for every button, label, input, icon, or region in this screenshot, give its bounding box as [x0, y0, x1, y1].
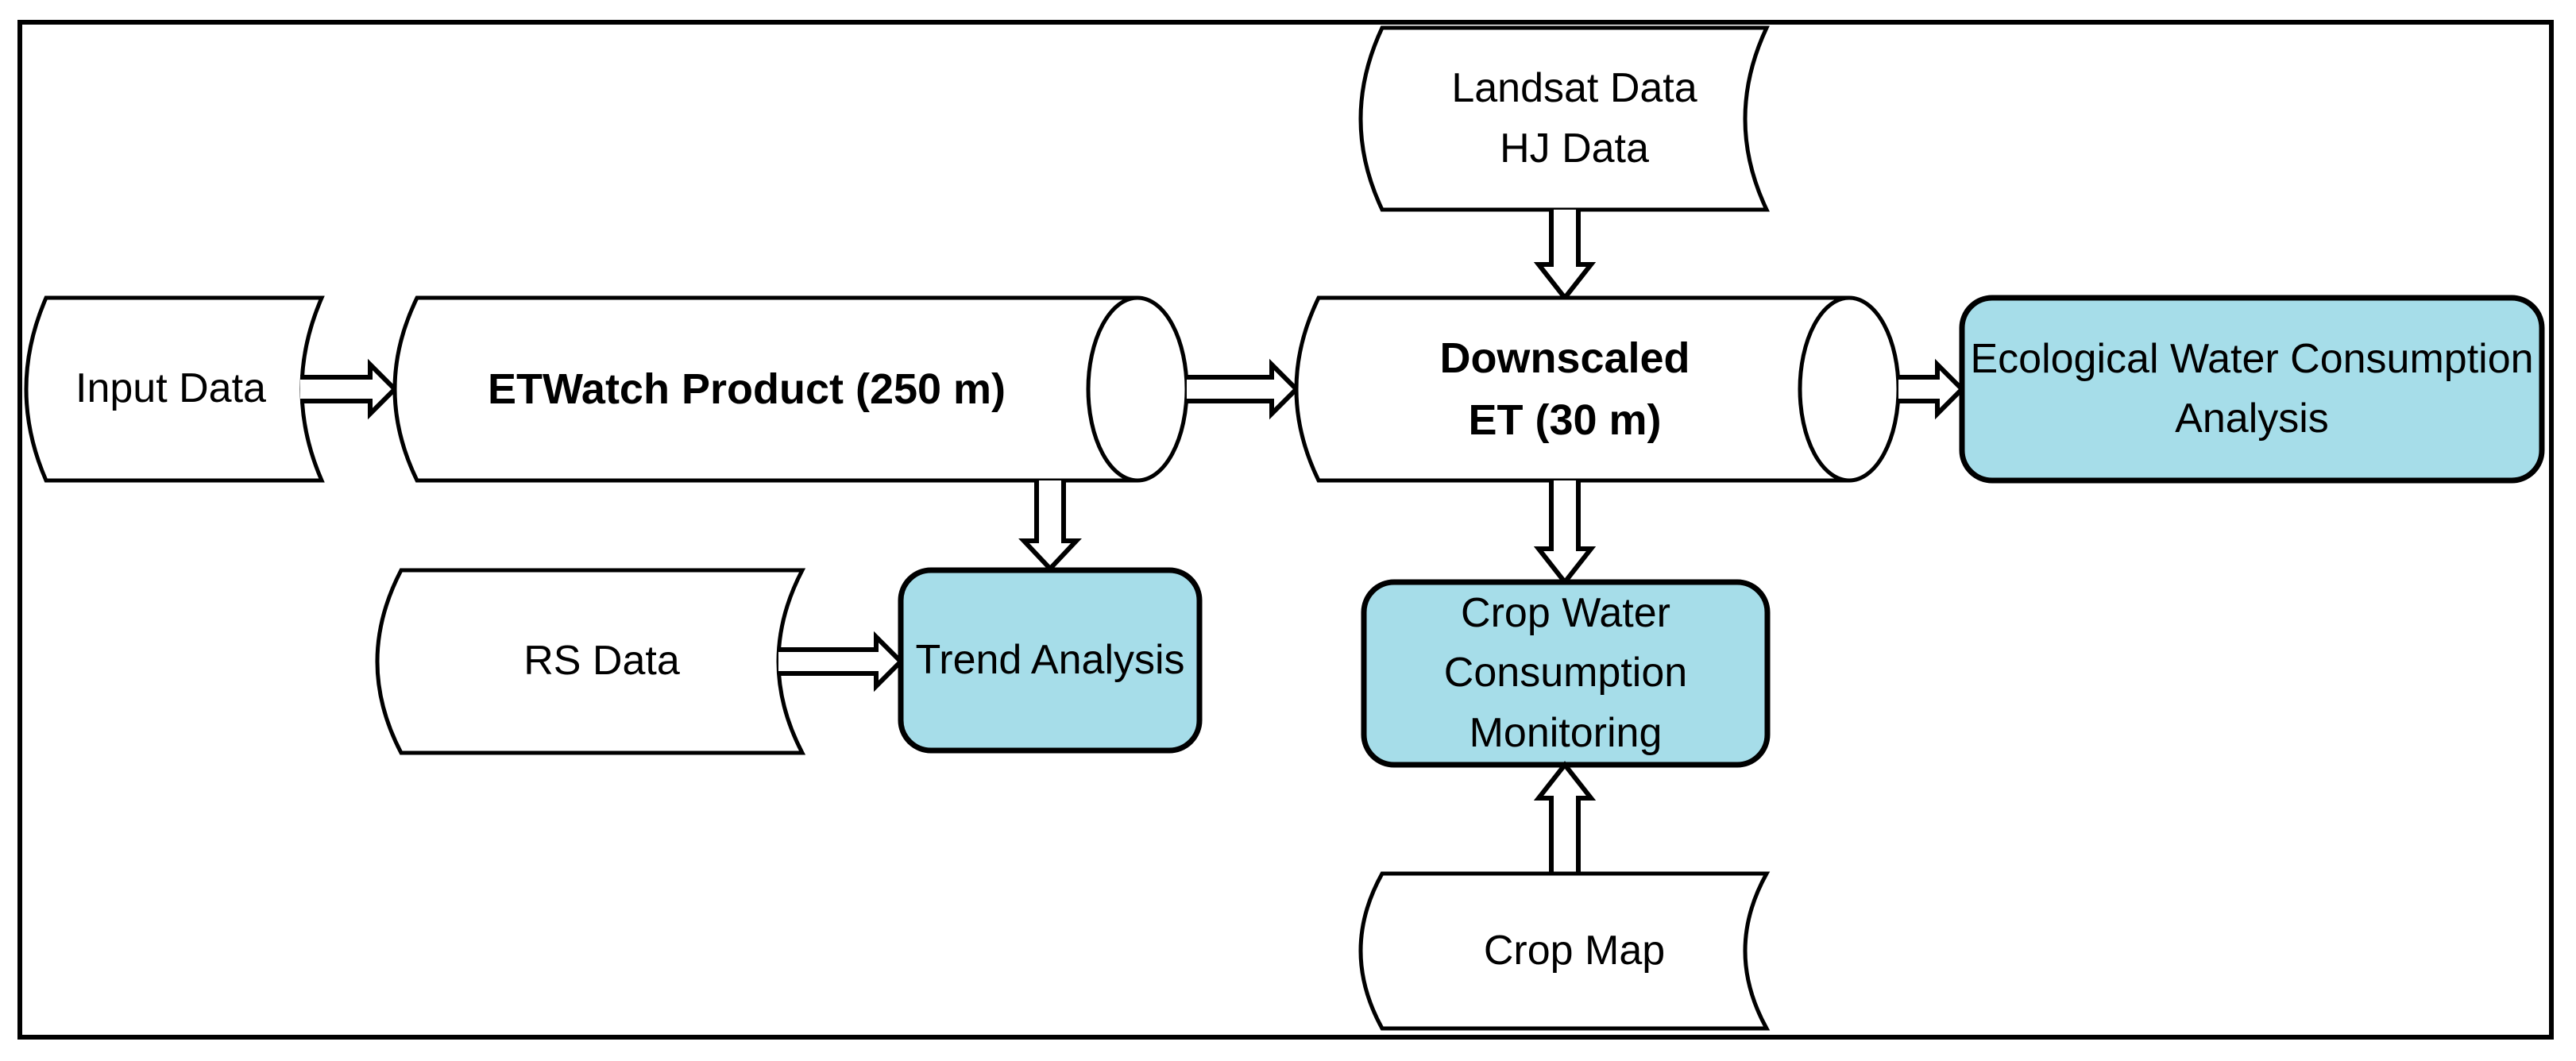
arrow-downscaled-to-ecological [1898, 358, 1966, 420]
arrow-cropmap-to-cropwater [1533, 761, 1597, 874]
arrow-input-to-etwatch [300, 358, 399, 420]
arrow-etwatch-to-trend [1018, 480, 1082, 573]
figure-border [17, 20, 2554, 1040]
landsat-data-shape [1358, 25, 1770, 212]
ecological-analysis-box [1959, 295, 2545, 484]
downscaled-et-cylinder-shape [1294, 295, 1901, 483]
input-data-shape [24, 295, 325, 483]
downscaled-cylinder-cap-arc [1798, 295, 1850, 483]
etwatch-cylinder-shape [392, 295, 1189, 483]
rs-data-shape [375, 568, 806, 755]
arrow-landsat-to-downscaled [1533, 210, 1597, 302]
arrow-rs-to-trend [778, 631, 905, 693]
crop-map-shape [1358, 871, 1771, 1031]
etwatch-cylinder-cap-arc [1086, 295, 1138, 483]
arrow-etwatch-to-downscaled [1187, 358, 1300, 420]
trend-analysis-box [898, 567, 1203, 754]
arrow-downscaled-to-cropwater [1533, 480, 1597, 586]
crop-water-monitoring-box [1361, 579, 1771, 768]
